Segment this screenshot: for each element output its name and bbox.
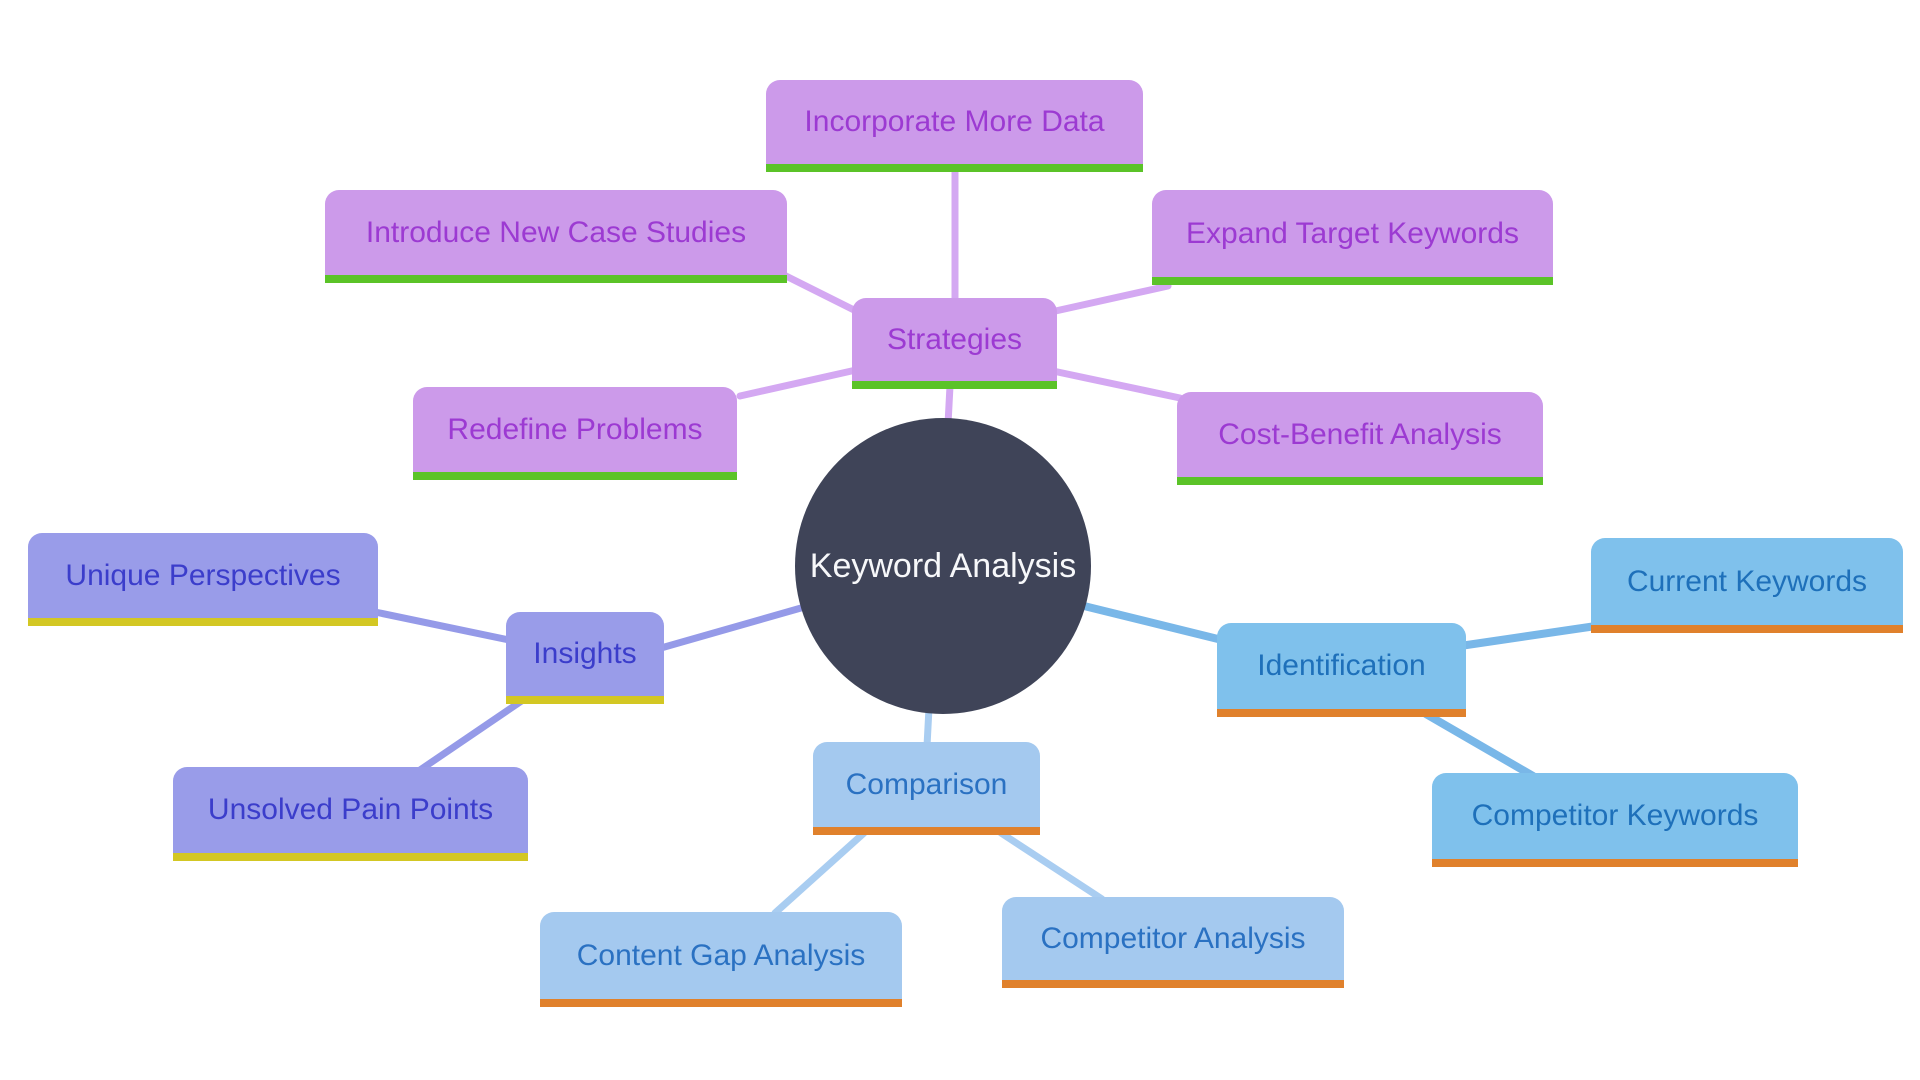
edge-strategies-cost-benefit-analysis [1049,367,1184,402]
node-label: Identification [1257,649,1426,682]
node-competitor-analysis[interactable]: Competitor Analysis [1002,897,1344,988]
node-expand-target-keywords[interactable]: Expand Target Keywords [1152,190,1553,285]
node-incorporate-more-data[interactable]: Incorporate More Data [766,80,1143,172]
node-comparison[interactable]: Comparison [813,742,1040,835]
edge-center-insights [657,604,805,652]
node-current-keywords[interactable]: Current Keywords [1591,538,1903,633]
edge-strategies-redefine-problems [736,366,860,400]
edge-identification-current-keywords [1456,622,1600,650]
edge-strategies-introduce-new-case-studies [774,268,862,316]
node-strategies[interactable]: Strategies [852,298,1057,389]
node-underline [1217,709,1466,717]
node-label: Strategies [886,322,1023,356]
node-underline [813,827,1040,835]
node-content-gap-analysis[interactable]: Content Gap Analysis [540,912,902,1007]
node-insights[interactable]: Insights [506,612,664,704]
node-label: Incorporate More Data [804,105,1105,138]
center-node-keyword-analysis[interactable]: Keyword Analysis [795,418,1091,714]
node-label: Unique Perspectives [65,558,341,592]
node-label: Insights [533,637,637,670]
center-node-label: Keyword Analysis [809,546,1077,585]
node-label: Current Keywords [1626,564,1868,598]
node-underline [325,275,787,283]
edge-center-comparison [923,704,933,750]
node-underline [1591,625,1903,633]
node-label: Competitor Analysis [1040,921,1306,955]
node-label: Cost-Benefit Analysis [1218,417,1502,451]
node-cost-benefit-analysis[interactable]: Cost-Benefit Analysis [1177,392,1543,485]
node-underline [852,381,1057,389]
node-underline [413,472,737,480]
node-unsolved-pain-points[interactable]: Unsolved Pain Points [173,767,528,861]
edge-comparison-competitor-analysis [997,829,1106,903]
node-competitor-keywords[interactable]: Competitor Keywords [1432,773,1798,867]
node-underline [1177,477,1543,485]
node-underline [506,696,664,704]
node-underline [540,999,902,1007]
edge-insights-unique-perspectives [371,608,513,644]
node-label: Redefine Problems [447,412,703,446]
node-unique-perspectives[interactable]: Unique Perspectives [28,533,378,626]
node-identification[interactable]: Identification [1217,623,1466,717]
node-underline [1432,859,1798,867]
node-redefine-problems[interactable]: Redefine Problems [413,387,737,480]
edge-insights-unsolved-pain-points [416,696,527,774]
node-label: Content Gap Analysis [576,938,866,972]
node-label: Introduce New Case Studies [365,215,747,249]
node-label: Competitor Keywords [1471,799,1759,832]
node-underline [1002,980,1344,988]
edge-comparison-content-gap-analysis [771,829,868,917]
edge-strategies-expand-target-keywords [1047,282,1172,316]
node-introduce-new-case-studies[interactable]: Introduce New Case Studies [325,190,787,283]
node-underline [766,164,1143,172]
edge-center-identification [1080,602,1226,644]
node-underline [173,853,528,861]
edge-center-strategies [944,382,954,428]
node-underline [28,618,378,626]
node-label: Expand Target Keywords [1186,216,1519,250]
node-label: Unsolved Pain Points [207,793,494,826]
edge-identification-competitor-keywords [1422,710,1537,780]
node-underline [1152,277,1553,285]
node-label: Comparison [845,767,1008,801]
